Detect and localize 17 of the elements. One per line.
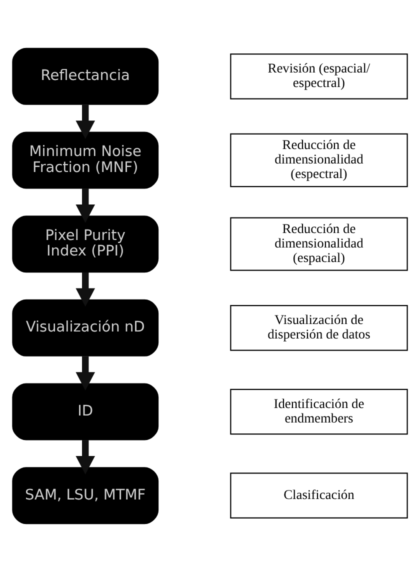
node-box: Reducción de dimensionalidad (espectral): [230, 133, 408, 188]
node-box: Pixel Purity Index (PPI): [12, 216, 159, 273]
node-box: Identificación de endmembers: [230, 388, 408, 435]
node-box: Clasificación: [230, 472, 408, 518]
node-box: Reflectancia: [12, 48, 159, 105]
arrow: [76, 440, 96, 474]
node-box: Minimum Noise Fraction (MNF): [12, 132, 159, 189]
node-box: Visualización de dispersión de datos: [230, 305, 408, 351]
arrow: [76, 188, 96, 223]
node-box: Revisión (espacial/ espectral): [230, 54, 408, 100]
node-box: ID: [12, 383, 159, 440]
arrow: [76, 104, 96, 140]
node-box: Reducción de dimensionalidad (espacial): [230, 217, 408, 271]
arrow: [76, 272, 96, 307]
arrow: [76, 356, 96, 391]
node-box: Visualización nD: [12, 299, 159, 356]
node-box: SAM, LSU, MTMF: [12, 467, 159, 524]
